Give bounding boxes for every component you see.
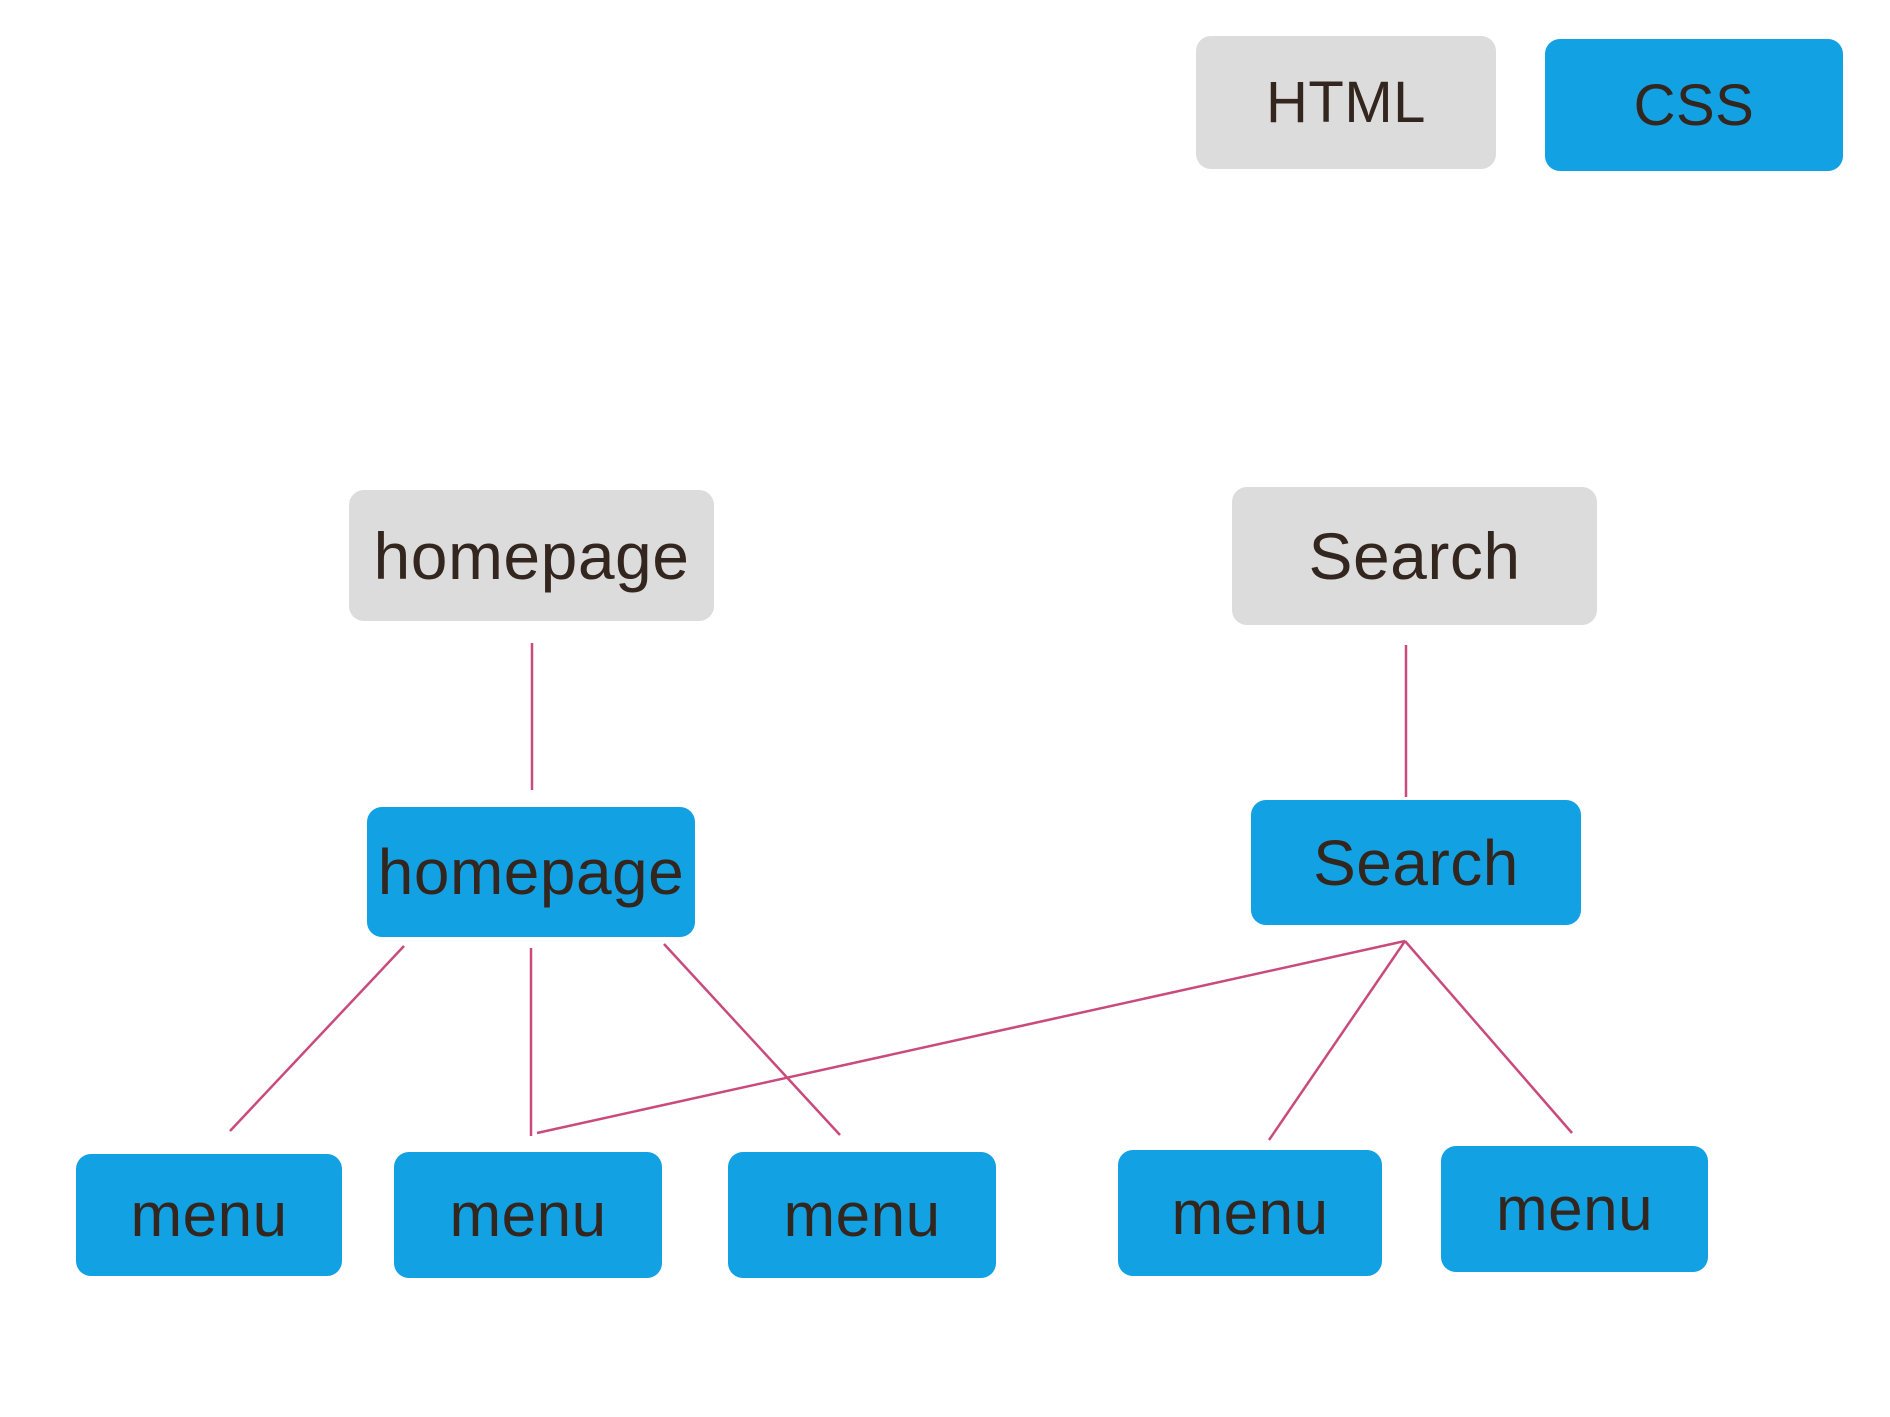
node-search-css: Search	[1251, 800, 1581, 925]
connector-homepage-css-to-menu-3	[663, 943, 841, 1136]
connector-search-css-to-menu-4	[1267, 940, 1407, 1141]
legend-css-chip: CSS	[1545, 39, 1843, 171]
node-homepage-css: homepage	[367, 807, 695, 937]
connector-search-css-to-menu-5	[1404, 940, 1573, 1134]
node-search-html: Search	[1232, 487, 1597, 625]
connector-homepage-css-to-menu-1	[229, 945, 405, 1132]
node-menu-5: menu	[1441, 1146, 1708, 1272]
connector-search-css-to-menu-2	[536, 939, 1406, 1135]
node-menu-4: menu	[1118, 1150, 1382, 1276]
node-menu-1: menu	[76, 1154, 342, 1276]
node-homepage-html: homepage	[349, 490, 714, 621]
legend-html-chip: HTML	[1196, 36, 1496, 169]
node-menu-3: menu	[728, 1152, 996, 1278]
node-menu-2: menu	[394, 1152, 662, 1278]
